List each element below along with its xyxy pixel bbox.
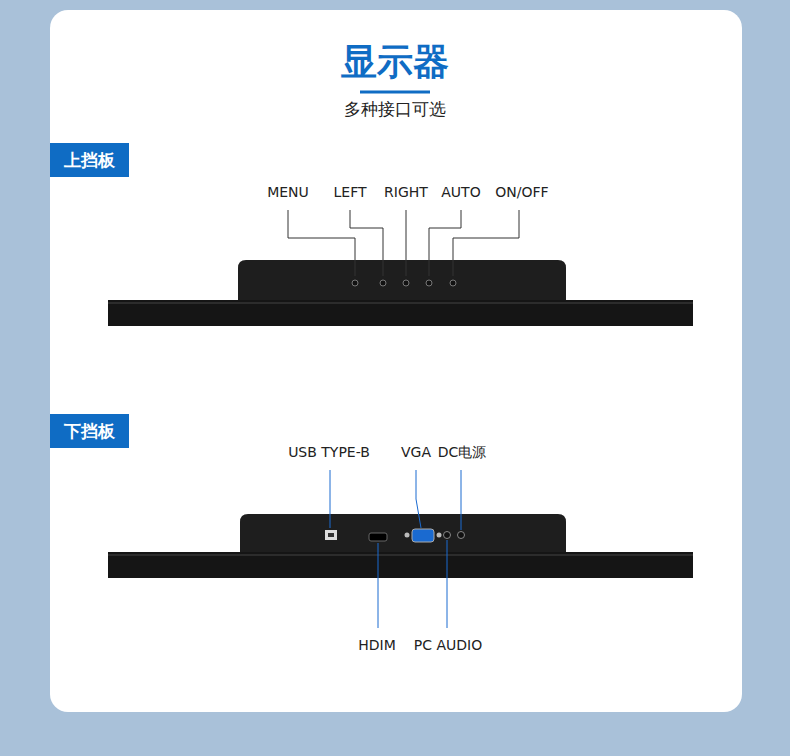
port-label: DC电源 xyxy=(438,444,487,462)
port-label: RIGHT xyxy=(384,184,428,200)
port-label: ON/OFF xyxy=(495,184,548,200)
port-label: MENU xyxy=(267,184,309,200)
port-label: AUTO xyxy=(441,184,480,200)
section-tab: 上挡板 xyxy=(50,143,129,177)
port-label: PC AUDIO xyxy=(414,637,482,653)
port-label: LEFT xyxy=(333,184,366,200)
section-tab: 下挡板 xyxy=(50,414,129,448)
port-label: USB TYPE-B xyxy=(288,444,370,460)
tab-text: 上挡板 xyxy=(64,150,115,170)
tab-text: 下挡板 xyxy=(64,421,115,441)
page-title: 显示器 xyxy=(341,38,449,87)
port-label: VGA xyxy=(401,444,431,460)
subtitle: 多种接口可选 xyxy=(344,98,446,121)
port-label: HDIM xyxy=(358,637,396,653)
